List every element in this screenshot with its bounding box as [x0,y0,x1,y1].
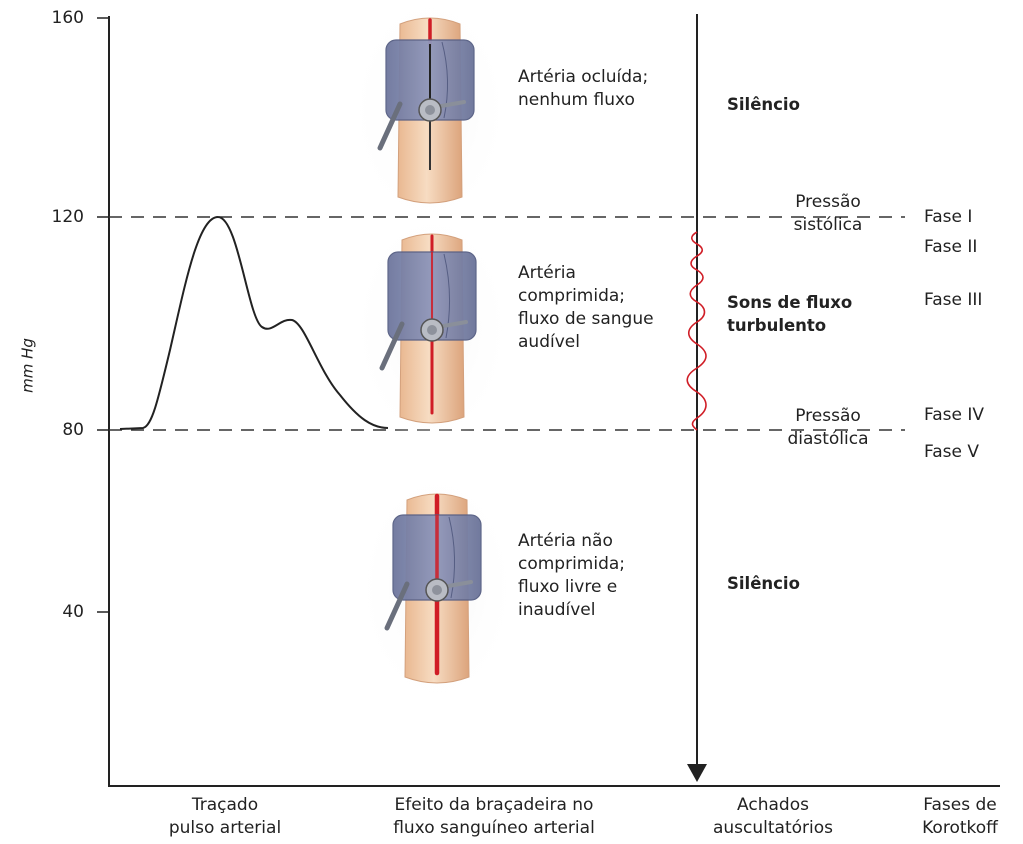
phase-ii-label: Fase II [924,236,977,259]
stethoscope-diaphragm [427,325,437,335]
systolic-pressure-label: Pressão sistólica [778,191,878,237]
auscultation-arrowhead [687,764,707,782]
phase-i-label: Fase I [924,206,972,229]
phase-iv-label: Fase IV [924,404,984,427]
tick-label-160: 160 [24,7,84,30]
tick-label-120: 120 [24,206,84,229]
caption-cuff-effect: Efeito da braçadeira no fluxo sanguíneo … [374,794,614,840]
panel-compressed-text: Artéria comprimida; fluxo de sangue audí… [518,262,654,354]
stethoscope-diaphragm [425,105,435,115]
arm-illustration-occluded [360,8,500,213]
caption-auscultatory-findings: Achados auscultatórios [703,794,843,840]
pulse-trace [120,217,388,429]
diastolic-pressure-label: Pressão diastólica [778,405,878,451]
y-axis-label: mm Hg [17,336,40,396]
silence-bottom-label: Silêncio [727,572,800,595]
arm-illustration-free [367,484,507,693]
stethoscope-diaphragm [432,585,442,595]
phase-iii-label: Fase III [924,289,982,312]
silence-top-label: Silêncio [727,93,800,116]
tick-label-40: 40 [24,601,84,624]
panel-occluded-text: Artéria ocluída; nenhum fluxo [518,66,648,112]
phase-v-label: Fase V [924,441,979,464]
caption-korotkoff-phases: Fases de Korotkoff [905,794,1015,840]
tick-label-80: 80 [24,419,84,442]
caption-pulse-trace: Traçado pulso arterial [135,794,315,840]
turbulent-sounds-label: Sons de fluxo turbulento [727,291,852,337]
panel-free-text: Artéria não comprimida; fluxo livre e in… [518,530,625,622]
arm-illustration-compressed [362,224,502,433]
